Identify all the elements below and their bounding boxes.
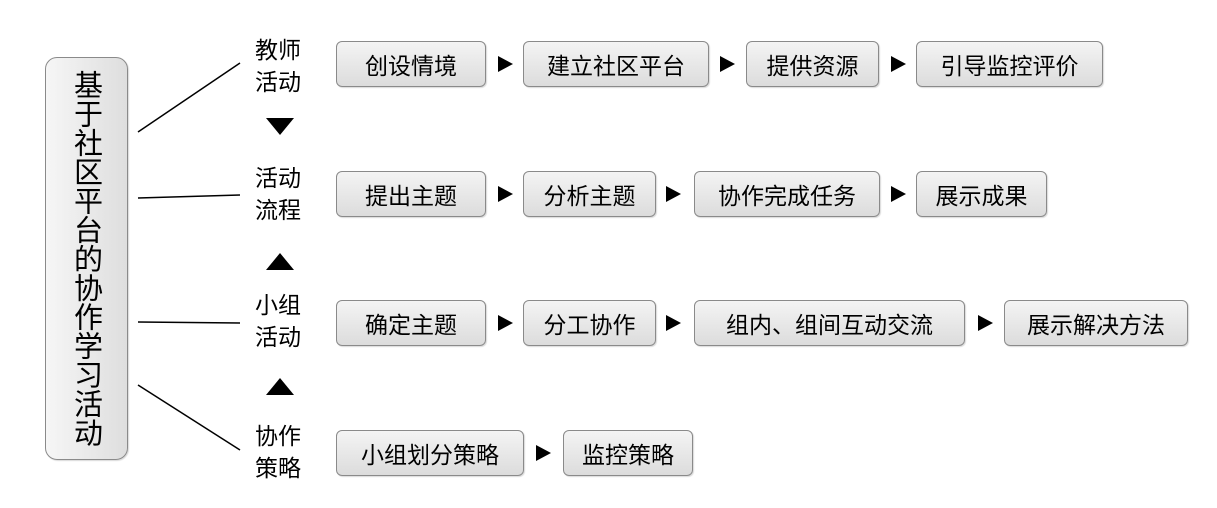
step-node: 分工协作 [523, 300, 656, 346]
connector-process [137, 194, 241, 199]
step-node: 建立社区平台 [523, 41, 709, 87]
right-triangle-icon [498, 186, 513, 202]
step-node: 引导监控评价 [916, 41, 1103, 87]
row-label-process: 活动 流程 [248, 163, 308, 227]
step-label: 引导监控评价 [940, 54, 1079, 80]
step-node: 提出主题 [336, 171, 486, 217]
step-label: 小组划分策略 [361, 443, 499, 469]
row-label-process-line1: 活动 [255, 166, 301, 192]
row-label-group-line2: 活动 [255, 325, 301, 351]
step-label: 分析主题 [543, 184, 636, 210]
down-triangle-icon [266, 118, 294, 135]
row-label-teacher: 教师 活动 [248, 35, 308, 99]
step-node: 提供资源 [746, 41, 879, 87]
step-node: 协作完成任务 [694, 171, 880, 217]
up-triangle-icon [266, 253, 294, 270]
row-label-strategy: 协作 策略 [248, 421, 308, 485]
step-node: 分析主题 [523, 171, 656, 217]
row-label-strategy-line1: 协作 [255, 424, 301, 450]
step-node: 组内、组间互动交流 [694, 300, 965, 346]
right-triangle-icon [666, 186, 681, 202]
right-triangle-icon [536, 445, 551, 461]
step-label: 监控策略 [582, 443, 674, 469]
step-node: 展示解决方法 [1004, 300, 1188, 346]
row-label-group: 小组 活动 [248, 290, 308, 354]
root-node-text: 基于社区平台的协作学习活动 [69, 70, 104, 447]
step-label: 提出主题 [365, 184, 457, 210]
row-label-teacher-line1: 教师 [255, 38, 301, 64]
root-node: 基于社区平台的协作学习活动 [45, 57, 128, 460]
right-triangle-icon [720, 56, 735, 72]
right-triangle-icon [978, 315, 993, 331]
connector-teacher [137, 62, 241, 133]
connector-strategy [137, 384, 241, 451]
step-label: 建立社区平台 [547, 54, 685, 80]
right-triangle-icon [891, 56, 906, 72]
step-label: 展示解决方法 [1027, 313, 1165, 339]
row-label-process-line2: 流程 [255, 198, 301, 224]
step-node: 展示成果 [916, 171, 1047, 217]
right-triangle-icon [891, 186, 906, 202]
step-node: 小组划分策略 [336, 430, 524, 476]
step-label: 创设情境 [365, 54, 457, 80]
row-label-group-line1: 小组 [255, 293, 301, 319]
step-label: 展示成果 [935, 184, 1028, 210]
step-label: 组内、组间互动交流 [726, 313, 933, 339]
right-triangle-icon [498, 56, 513, 72]
up-triangle-icon [266, 378, 294, 395]
step-node: 监控策略 [563, 430, 693, 476]
row-label-teacher-line2: 活动 [255, 70, 301, 96]
right-triangle-icon [498, 315, 513, 331]
row-label-strategy-line2: 策略 [255, 456, 301, 482]
right-triangle-icon [666, 315, 681, 331]
step-node: 确定主题 [336, 300, 486, 346]
step-label: 分工协作 [543, 313, 636, 339]
step-node: 创设情境 [336, 41, 486, 87]
step-label: 提供资源 [766, 54, 859, 80]
step-label: 协作完成任务 [718, 184, 856, 210]
connector-group [137, 321, 241, 324]
step-label: 确定主题 [365, 313, 457, 339]
